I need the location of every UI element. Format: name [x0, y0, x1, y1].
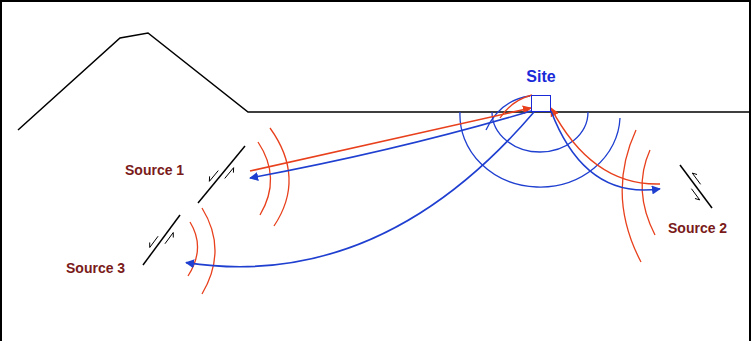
- slip-arrow-barb: [209, 176, 210, 181]
- source-label: Source 1: [125, 162, 184, 178]
- site-marker: Site: [526, 68, 555, 112]
- wave-arc: [642, 150, 655, 235]
- slip-arrow-barb: [692, 173, 697, 174]
- source-label: Source 3: [66, 260, 125, 276]
- slip-arrow: [691, 189, 699, 200]
- site-label: Site: [526, 68, 555, 86]
- slip-arrow: [692, 173, 700, 184]
- fault-line: [680, 165, 712, 208]
- wave-arc: [202, 208, 215, 294]
- wave-arc: [270, 128, 289, 226]
- wave-path-arrow: [551, 111, 660, 190]
- site-box: [531, 95, 551, 112]
- slip-arrow: [150, 236, 158, 247]
- site-waves: [460, 96, 620, 187]
- fault-line: [143, 215, 180, 265]
- slip-arrow-barb: [149, 242, 150, 247]
- slip-arrow: [209, 171, 218, 182]
- wave-path-arrow: [250, 111, 531, 178]
- wave-arc: [622, 130, 641, 262]
- wave-arc: [258, 142, 271, 215]
- slip-arrow-barb: [173, 233, 174, 238]
- source-waves: [188, 95, 655, 294]
- wave-path-arrow: [250, 108, 531, 171]
- ground-surface: [18, 33, 751, 130]
- wave-arc: [188, 222, 198, 276]
- wave-path-arrow: [551, 108, 660, 184]
- slip-arrow-barb: [233, 168, 234, 173]
- slip-arrow: [165, 233, 173, 244]
- seismic-source: Source 1: [120, 138, 250, 210]
- slip-arrow-barb: [695, 198, 700, 199]
- seismic-source: Source 3: [58, 205, 186, 285]
- source-label: Source 2: [668, 220, 727, 236]
- fault-line: [198, 146, 245, 203]
- seismic-source: Source 2: [660, 160, 748, 240]
- wave-path-arrow: [186, 112, 534, 267]
- slip-arrow: [225, 168, 234, 179]
